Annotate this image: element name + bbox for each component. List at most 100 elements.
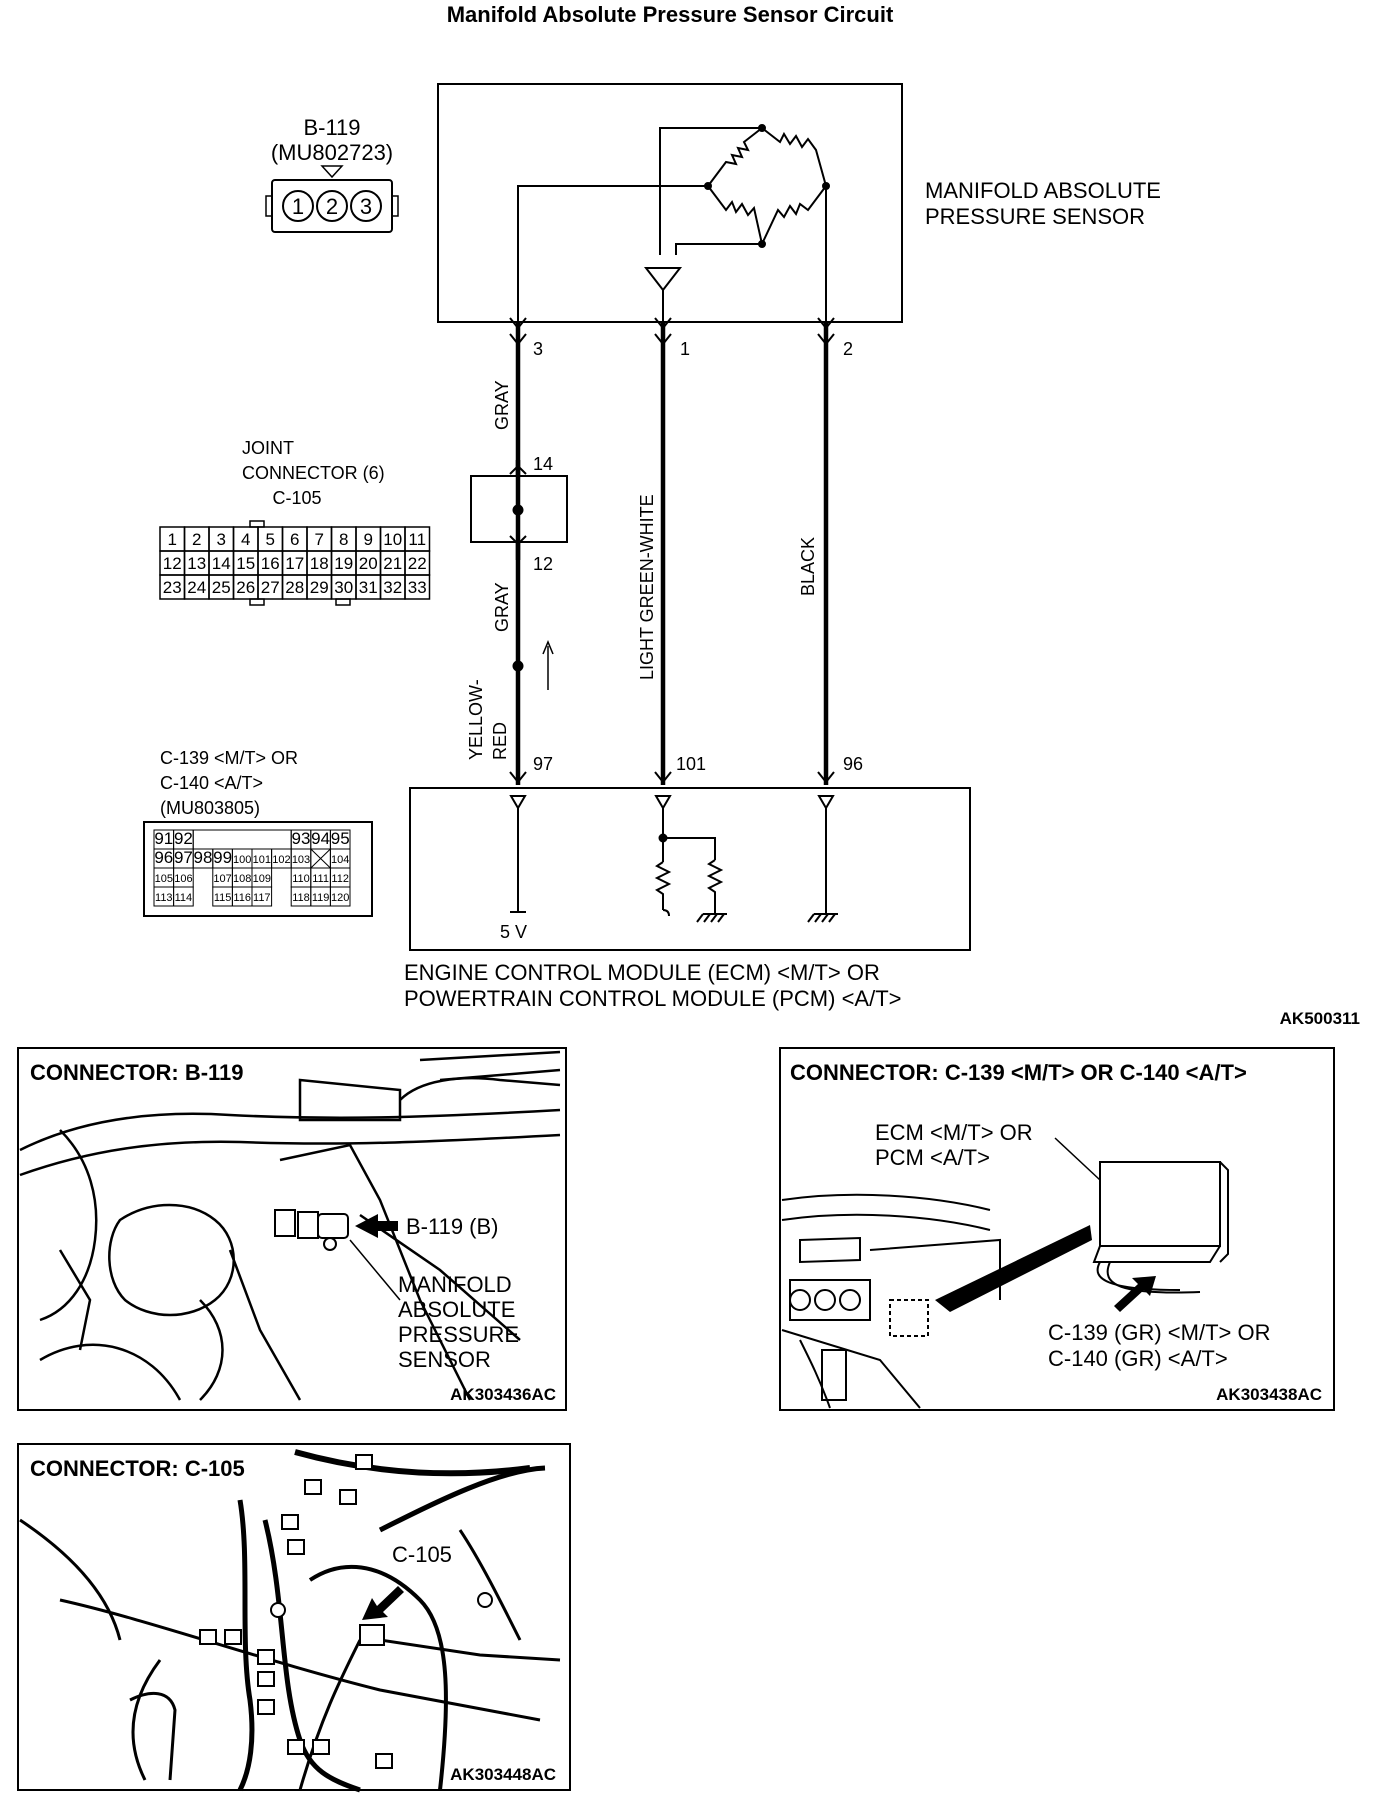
joint-pin-cell: 9	[364, 530, 373, 549]
ecm-pin-cell: 95	[331, 829, 350, 848]
c105-panel-title: CONNECTOR: C-105	[30, 1456, 245, 1481]
wire3-color-mid: GRAY	[492, 582, 512, 632]
joint-pin-cell: 7	[315, 530, 324, 549]
ecm-pin-cell: 107	[213, 873, 231, 885]
b119-panel-code: AK303436AC	[450, 1385, 556, 1404]
b119-id: B-119	[303, 115, 360, 140]
ecm-pin-cell: 116	[233, 892, 251, 904]
joint-pin-cell: 12	[163, 554, 182, 573]
joint-pin-cell: 23	[163, 578, 182, 597]
ecm-pin-cell: 103	[292, 854, 310, 866]
joint-pin-14: 14	[533, 454, 553, 474]
wire-pin1	[654, 317, 672, 785]
b119-label-line4: SENSOR	[398, 1347, 491, 1372]
ecm-pin-cell: 109	[253, 873, 271, 885]
ecm-pin-cell: 106	[174, 873, 192, 885]
ecm-pin-cell: 100	[233, 854, 251, 866]
joint-pin-cell: 3	[217, 530, 226, 549]
wire3-color-lower-2: RED	[490, 722, 510, 760]
joint-pin-cell: 4	[241, 530, 250, 549]
b119-engine-illustration	[19, 1050, 561, 1401]
ecm-pin-101: 101	[676, 754, 706, 774]
b119-sensor-illustration	[274, 1209, 349, 1251]
c105-harness-illustration	[19, 1449, 561, 1793]
wire3-color-lower-1: YELLOW-	[466, 679, 486, 760]
b119-label-line1: MANIFOLD	[398, 1272, 512, 1297]
joint-pin-cell: 27	[261, 578, 280, 597]
ecm-pin-cell: 118	[292, 892, 310, 904]
ecm-pin-cell: 104	[331, 854, 349, 866]
joint-pin-cell: 11	[408, 530, 426, 549]
c139-dash-illustration	[781, 1161, 1229, 1409]
joint-pin-cell: 24	[187, 578, 206, 597]
b119-callout-arrow	[355, 1214, 398, 1238]
ecm-label-line1: ENGINE CONTROL MODULE (ECM) <M/T> OR	[404, 960, 880, 985]
ecm-pin-cell: 108	[233, 873, 251, 885]
joint-pin-cell: 32	[383, 578, 402, 597]
ecm-pin-cell: 120	[331, 892, 349, 904]
map-sensor: MANIFOLD ABSOLUTE PRESSURE SENSOR	[437, 83, 1161, 323]
joint-pin-cell: 13	[187, 554, 206, 573]
wire3-color-upper: GRAY	[492, 380, 512, 430]
wire1-pin-label: 1	[680, 339, 690, 359]
joint-pin-cell: 29	[310, 578, 329, 597]
b119-pin-1: 1	[292, 194, 304, 219]
wire2-color: BLACK	[798, 537, 818, 596]
joint-pin-cell: 26	[236, 578, 255, 597]
c139-ecm-line1: ECM <M/T> OR	[875, 1120, 1033, 1145]
joint-pin-cell: 15	[236, 554, 255, 573]
ecm-pin-97: 97	[533, 754, 553, 774]
joint-pin-cell: 30	[334, 578, 353, 597]
ecm-label-line2: POWERTRAIN CONTROL MODULE (PCM) <A/T>	[404, 986, 902, 1011]
joint-pin-cell: 33	[408, 578, 427, 597]
diagram-code: AK500311	[1280, 1009, 1360, 1028]
ecm-pin-cell: 91	[154, 829, 173, 848]
joint-pin-cell: 8	[339, 530, 348, 549]
b119-pin-2: 2	[326, 194, 338, 219]
joint-pin-cell: 10	[383, 530, 402, 549]
ecm-pin-cell: 112	[331, 873, 349, 885]
panel-connector-c139: CONNECTOR: C-139 <M/T> OR C-140 <A/T> EC…	[779, 1047, 1335, 1411]
c105-callout-arrow	[362, 1586, 404, 1620]
joint-label-line2: CONNECTOR (6)	[242, 463, 385, 483]
ecm-conn-part-no: (MU803805)	[160, 798, 260, 818]
joint-pin-cell: 19	[334, 554, 353, 573]
b119-pin-3: 3	[360, 194, 372, 219]
joint-pin-cell: 14	[212, 554, 231, 573]
c139-conn-line1: C-139 (GR) <M/T> OR	[1048, 1320, 1270, 1345]
ecm-pin-cell: 97	[174, 848, 193, 867]
joint-pin-cell: 1	[168, 530, 177, 549]
ecm-conn-line1: C-139 <M/T> OR	[160, 748, 298, 768]
c105-connectors-illustration	[199, 1454, 493, 1769]
c139-ecm-line2: PCM <A/T>	[875, 1145, 990, 1170]
c139-zoom-wedge	[935, 1225, 1092, 1312]
wire-pin3	[470, 317, 568, 785]
c139-callout-arrow	[1114, 1276, 1156, 1312]
diagram-title: Manifold Absolute Pressure Sensor Circui…	[447, 2, 894, 27]
ecm-pin-cell: 99	[213, 848, 232, 867]
ecm-pin-cell: 105	[155, 873, 173, 885]
ecm-pin-96: 96	[843, 754, 863, 774]
sensor-label-line1: MANIFOLD ABSOLUTE	[925, 178, 1161, 203]
ecm-pin-cell: 119	[312, 892, 330, 904]
b119-label-line3: PRESSURE	[398, 1322, 519, 1347]
joint-pin-cell: 31	[359, 578, 378, 597]
c139-conn-line2: C-140 (GR) <A/T>	[1048, 1346, 1228, 1371]
joint-pin-cell: 21	[383, 554, 402, 573]
c105-panel-code: AK303448AC	[450, 1765, 556, 1784]
joint-pin-cell: 20	[359, 554, 378, 573]
c139-panel-title: CONNECTOR: C-139 <M/T> OR C-140 <A/T>	[790, 1060, 1247, 1085]
b119-connector-face: B-119 (MU802723) 1 2 3	[265, 115, 399, 233]
joint-pin-cell: 16	[261, 554, 280, 573]
panel-connector-b119: CONNECTOR: B-119 B-119 (B) MANIFOLD ABSO…	[17, 1047, 567, 1411]
ecm-pin-cell: 117	[253, 892, 271, 904]
ecm-pin-cell: 111	[312, 873, 329, 885]
ecm-pin-cell: 113	[155, 892, 173, 904]
wire-pin2	[817, 317, 835, 785]
c105-callout-label: C-105	[392, 1542, 452, 1567]
ecm-pin-cell: 96	[154, 848, 173, 867]
joint-pin-cell: 22	[408, 554, 427, 573]
ecm-box: 5 V ENGINE CONTROL MODULE (ECM) <M/T> OR…	[404, 787, 971, 1011]
ecm-pin-cell: 93	[292, 829, 311, 848]
